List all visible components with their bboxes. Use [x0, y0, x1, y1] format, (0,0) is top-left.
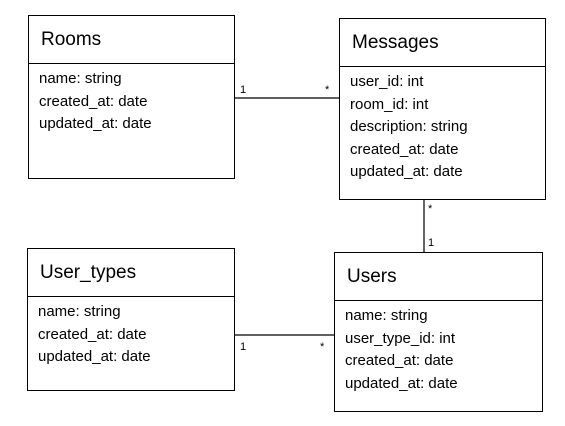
entity-title: Messages — [340, 19, 545, 67]
attribute: created_at: date — [350, 140, 459, 158]
attribute: name: string — [38, 303, 121, 320]
entity-rooms[interactable]: Rooms name: string created_at: date upda… — [28, 15, 235, 179]
attribute: updated_at: date — [38, 348, 151, 365]
entity-user-types[interactable]: User_types name: string created_at: date… — [27, 248, 235, 391]
attribute: created_at: date — [39, 92, 148, 110]
multiplicity-users-top: 1 — [428, 237, 435, 249]
attribute: created_at: date — [38, 325, 147, 343]
attribute: name: string — [345, 307, 428, 324]
multiplicity-users-side: * — [320, 341, 325, 353]
attribute: room_id: int — [350, 95, 429, 113]
attribute-list: name: string user_type_id: int created_a… — [335, 301, 542, 395]
attribute: updated_at: date — [350, 163, 463, 180]
attribute: name: string — [39, 70, 122, 87]
entity-title: User_types — [28, 249, 234, 297]
multiplicity-rooms-side: 1 — [240, 84, 247, 96]
multiplicity-messages-side: * — [325, 84, 330, 96]
multiplicity-usertypes-side: 1 — [240, 341, 247, 353]
attribute: user_id: int — [350, 73, 424, 90]
entity-title: Rooms — [29, 16, 234, 64]
attribute-list: name: string created_at: date updated_at… — [29, 64, 234, 136]
attribute: description: string — [350, 118, 468, 135]
attribute: user_type_id: int — [345, 329, 456, 347]
entity-users[interactable]: Users name: string user_type_id: int cre… — [334, 252, 543, 412]
entity-title: Users — [335, 253, 542, 301]
attribute-list: user_id: int room_id: int description: s… — [340, 67, 545, 184]
attribute: updated_at: date — [39, 115, 152, 132]
entity-messages[interactable]: Messages user_id: int room_id: int descr… — [339, 18, 546, 200]
attribute: updated_at: date — [345, 374, 458, 392]
attribute-list: name: string created_at: date updated_at… — [28, 297, 234, 369]
attribute: created_at: date — [345, 352, 454, 369]
multiplicity-messages-bottom: * — [428, 203, 433, 215]
